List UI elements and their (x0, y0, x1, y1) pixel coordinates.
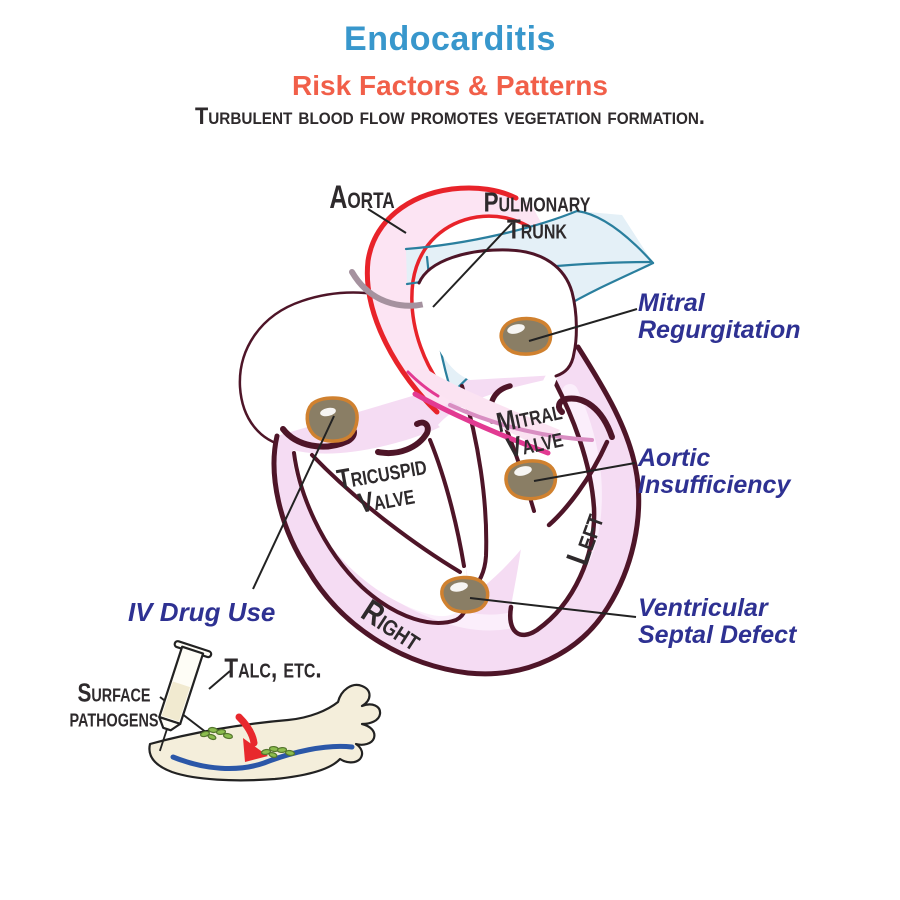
aorta-leader (367, 208, 407, 234)
injection-arrow (235, 713, 268, 762)
mitral-regurgitation-label: Mitral Regurgitation (638, 289, 801, 344)
ventricular-septal-defect-leader (469, 597, 637, 618)
talc-label: Talc, etc. (224, 652, 322, 684)
surface-pathogens-label: Surface pathogens (69, 677, 159, 732)
ventricular-septal-defect-label: Ventricular Septal Defect (638, 594, 797, 649)
pathogens-vein-cluster (260, 745, 296, 758)
iv-drug-use-leader (252, 415, 335, 590)
page-subtitle: Risk Factors & Patterns (292, 70, 608, 101)
arm-illustration (148, 640, 382, 782)
aortic-insufficiency-leader (533, 462, 636, 482)
vein (170, 743, 355, 772)
arm (148, 683, 382, 782)
pathogens-skin-cluster (199, 726, 234, 741)
tagline: Turbulent blood flow promotes vegetation… (195, 103, 705, 130)
pulmonary-trunk-leader (432, 222, 513, 308)
aorta (367, 187, 549, 412)
vegetation-mitral-regurgitation (499, 316, 553, 356)
aorta-outline (364, 185, 530, 415)
talc-leader (208, 670, 231, 690)
aorta-label: Aorta (329, 178, 395, 215)
valve-leaflet-jets (406, 368, 594, 456)
vegetation-aortic-insufficiency (504, 459, 558, 501)
mitral-regurgitation-leader (528, 308, 638, 342)
iv-drug-use-label: IV Drug Use (128, 597, 276, 627)
page-title: Endocarditis (344, 20, 556, 58)
aortic-insufficiency-label: Aortic Insufficiency (638, 444, 791, 499)
mitral-valve-label: Mitral Valve (493, 394, 566, 464)
vegetation-ventricular-septal-defect (440, 575, 490, 614)
syringe (158, 640, 213, 752)
pulmonary-trunk-label: Pulmonary Trunk (483, 186, 591, 244)
